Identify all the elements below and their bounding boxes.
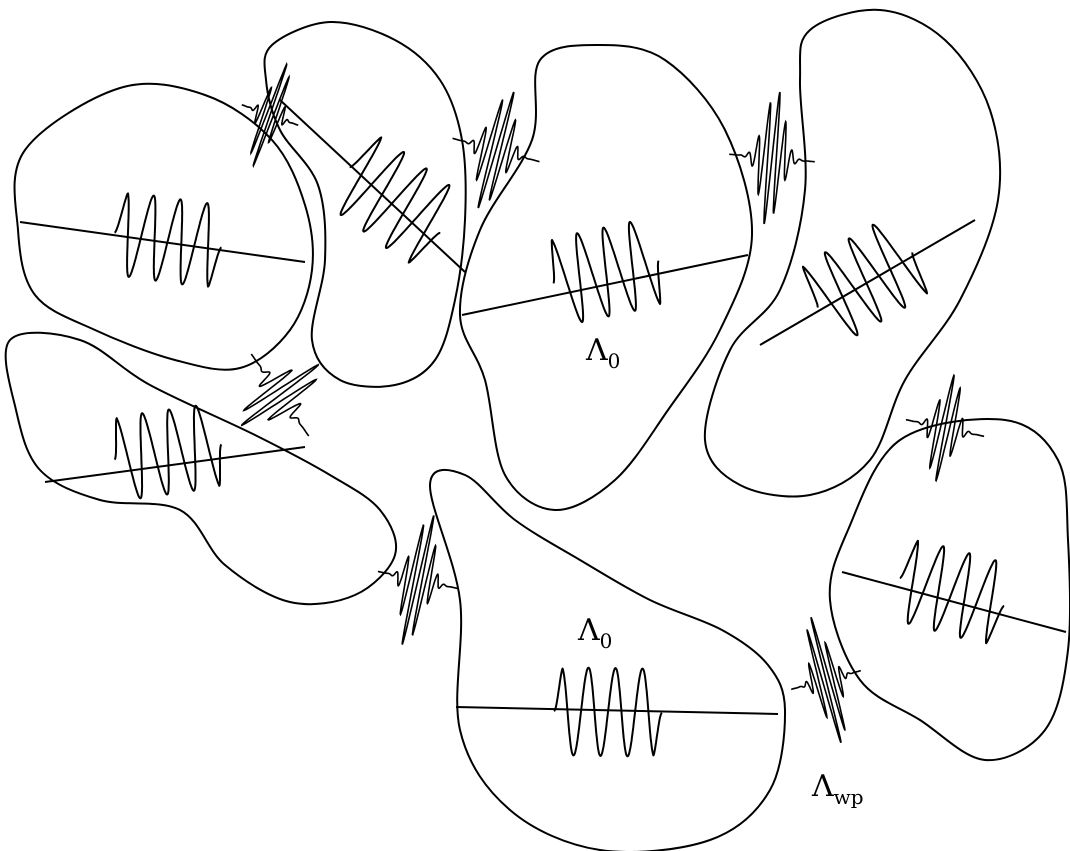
grain-blobs [6, 10, 1070, 851]
wave-packet [791, 617, 861, 742]
grain-outline [830, 419, 1070, 760]
grain-axis-line [45, 447, 305, 482]
grain-outline [430, 470, 785, 851]
label-lambda-wp: Λwp [811, 769, 864, 809]
wave-trains [115, 137, 1005, 756]
wave-train [115, 406, 222, 499]
wave-train [341, 137, 450, 262]
grain-outline [264, 22, 465, 387]
label-lambda0-upper: Λ0 [585, 333, 620, 373]
wave-packet [242, 354, 318, 436]
grain-outline [6, 333, 396, 604]
wave-train [115, 193, 222, 286]
wave-train [552, 222, 661, 322]
label-lambda0-lower: Λ0 [577, 613, 612, 653]
grain-axis-line [280, 100, 465, 272]
grain-axis-line [20, 222, 305, 262]
grain-axis-line [456, 707, 778, 714]
grain-axis-lines [20, 100, 1066, 714]
wave-train [803, 225, 927, 336]
wave-packet [242, 64, 298, 165]
wave-packet [906, 375, 984, 480]
grain-axis-line [842, 572, 1066, 632]
wave-packet [378, 516, 458, 645]
